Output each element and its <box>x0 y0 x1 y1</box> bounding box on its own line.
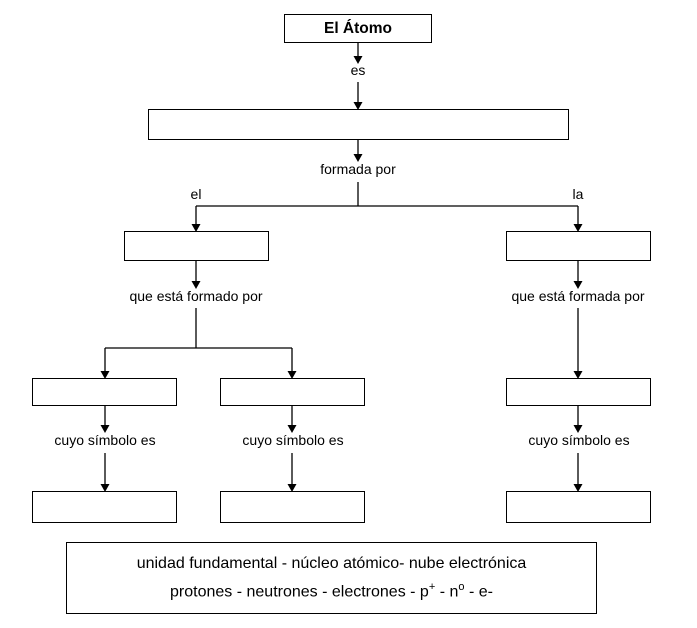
connector-label-cuyo-simbolo-es-3: cuyo símbolo es <box>528 432 630 448</box>
node-simbolo-electrones-blank[interactable] <box>506 491 651 523</box>
connector-label-cuyo-simbolo-es-2: cuyo símbolo es <box>242 432 344 448</box>
connector-label-la: la <box>572 186 584 202</box>
node-simbolo-protones-blank[interactable] <box>32 491 177 523</box>
connector-label-formada-por: formada por <box>320 161 396 177</box>
word-bank-sup-plus: + <box>428 580 436 593</box>
word-bank-sup-o: o <box>458 580 465 593</box>
connector-label-cuyo-simbolo-es-1: cuyo símbolo es <box>54 432 156 448</box>
node-el-atomo-label: El Átomo <box>323 19 393 37</box>
node-simbolo-neutrones-blank[interactable] <box>220 491 365 523</box>
connector-label-que-esta-formado-por: que está formado por <box>129 288 263 304</box>
connector-label-el: el <box>190 186 202 202</box>
node-nucleo-blank[interactable] <box>124 231 269 261</box>
node-definition-blank[interactable] <box>148 109 569 140</box>
word-bank-line-2-pre: protones - neutrones - electrones - p <box>170 583 429 601</box>
node-protones-blank[interactable] <box>32 378 177 406</box>
word-bank: unidad fundamental - núcleo atómico- nub… <box>66 542 597 614</box>
node-electrones-blank[interactable] <box>506 378 651 406</box>
word-bank-line-2: protones - neutrones - electrones - p+ -… <box>170 578 493 606</box>
word-bank-line-2-mid: - n <box>435 583 459 601</box>
word-bank-line-2-post: - e- <box>464 583 493 601</box>
connector-label-es: es <box>350 62 366 78</box>
connector-label-que-esta-formada-por: que está formada por <box>511 288 645 304</box>
node-neutrones-blank[interactable] <box>220 378 365 406</box>
word-bank-line-1: unidad fundamental - núcleo atómico- nub… <box>136 554 527 572</box>
node-el-atomo[interactable]: El Átomo <box>284 14 432 43</box>
node-nube-blank[interactable] <box>506 231 651 261</box>
